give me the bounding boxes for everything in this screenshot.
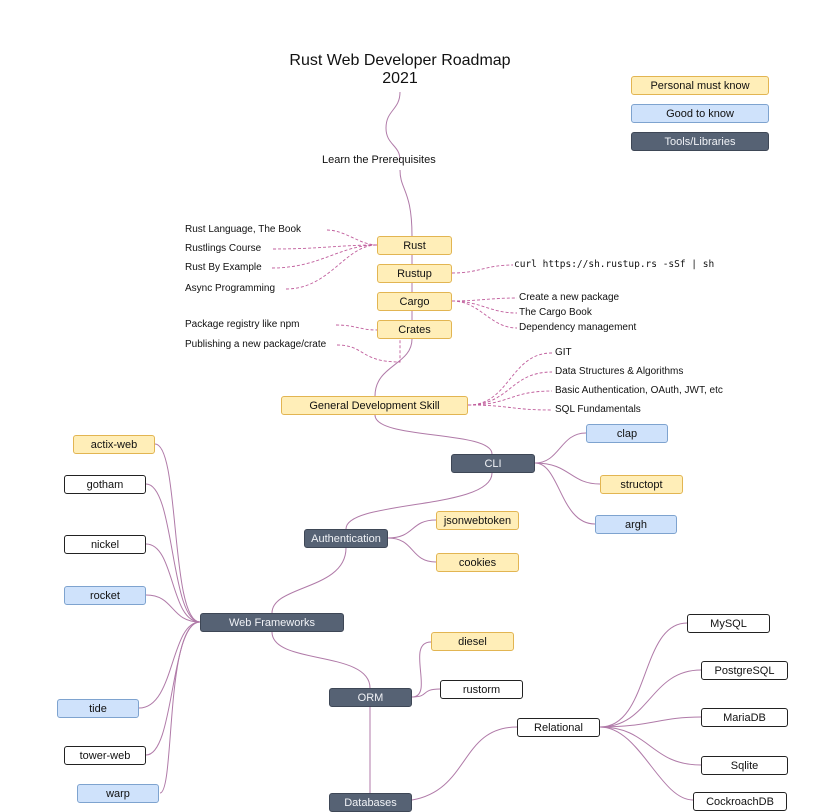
wire-auth-cookies [387, 537, 437, 563]
prereq-label: Learn the Prerequisites [322, 154, 436, 166]
wire-cli-argh [534, 462, 596, 525]
crates-link-registry[interactable]: Package registry like npm [185, 319, 300, 330]
node-diesel[interactable]: diesel [431, 632, 514, 651]
trunk-general-cli [374, 414, 493, 455]
crates-link-publish[interactable]: Publishing a new package/crate [185, 339, 327, 350]
wire-auth-jwt [387, 519, 437, 539]
cargo-link-book[interactable]: The Cargo Book [519, 307, 592, 318]
node-cargo[interactable]: Cargo [377, 292, 452, 311]
legend-good: Good to know [631, 104, 769, 123]
wire-rel-mysql [599, 622, 688, 728]
node-cli[interactable]: CLI [451, 454, 535, 473]
trunk-title-prereq [385, 91, 401, 161]
rust-link-rustlings[interactable]: Rustlings Course [185, 243, 262, 254]
general-link-dsa[interactable]: Data Structures & Algorithms [555, 366, 684, 377]
node-cockroachdb[interactable]: CockroachDB [693, 792, 787, 811]
node-mysql[interactable]: MySQL [687, 614, 770, 633]
trunk-cli-auth [345, 472, 493, 530]
rustup-command: curl https://sh.rustup.rs -sSf | sh [514, 259, 715, 270]
trunk-prereq-rust [399, 169, 413, 237]
trunk-web-orm [271, 631, 371, 689]
wire-rel-sqlite [599, 726, 702, 766]
node-nickel[interactable]: nickel [64, 535, 146, 554]
node-rocket[interactable]: rocket [64, 586, 146, 605]
wire-cli-clap [534, 432, 587, 464]
node-relational[interactable]: Relational [517, 718, 600, 737]
trunk-auth-web [271, 547, 347, 614]
wire-orm-rustorm [411, 688, 441, 698]
wire-db-relational [411, 726, 518, 801]
wire-web-nickel [145, 543, 201, 623]
node-cookies[interactable]: cookies [436, 553, 519, 572]
node-actix-web[interactable]: actix-web [73, 435, 155, 454]
wire-web-warp [159, 621, 201, 794]
node-sqlite[interactable]: Sqlite [701, 756, 788, 775]
node-web-frameworks[interactable]: Web Frameworks [200, 613, 344, 632]
node-jsonwebtoken[interactable]: jsonwebtoken [436, 511, 519, 530]
node-tide[interactable]: tide [57, 699, 139, 718]
wire-web-tower [145, 621, 201, 756]
node-gotham[interactable]: gotham [64, 475, 146, 494]
node-authentication[interactable]: Authentication [304, 529, 388, 548]
node-rust[interactable]: Rust [377, 236, 452, 255]
cargo-link-deps[interactable]: Dependency management [519, 322, 637, 333]
rust-link-by-example[interactable]: Rust By Example [185, 262, 262, 273]
node-rustorm[interactable]: rustorm [440, 680, 523, 699]
node-argh[interactable]: argh [595, 515, 677, 534]
cargo-link-create[interactable]: Create a new package [519, 292, 620, 303]
page-title: Rust Web Developer Roadmap 2021 [250, 52, 550, 88]
node-structopt[interactable]: structopt [600, 475, 683, 494]
node-databases[interactable]: Databases [329, 793, 412, 812]
title-line-1: Rust Web Developer Roadmap [289, 52, 511, 69]
general-link-sql[interactable]: SQL Fundamentals [555, 404, 641, 415]
node-rustup[interactable]: Rustup [377, 264, 452, 283]
node-crates[interactable]: Crates [377, 320, 452, 339]
general-link-git[interactable]: GIT [555, 347, 572, 358]
rust-link-async[interactable]: Async Programming [185, 283, 276, 294]
node-orm[interactable]: ORM [329, 688, 412, 707]
node-postgresql[interactable]: PostgreSQL [701, 661, 788, 680]
node-warp[interactable]: warp [77, 784, 159, 803]
rust-link-book[interactable]: Rust Language, The Book [185, 224, 302, 235]
title-line-2: 2021 [382, 70, 418, 87]
wire-rel-mariadb [599, 716, 702, 728]
wire-web-actix [154, 443, 201, 623]
trunk-crates-general [374, 338, 413, 397]
general-link-auth[interactable]: Basic Authentication, OAuth, JWT, etc [555, 385, 723, 396]
wire-cli-structopt [534, 462, 601, 485]
node-tower-web[interactable]: tower-web [64, 746, 146, 765]
wire-web-rocket [145, 594, 201, 623]
legend-tools: Tools/Libraries [631, 132, 769, 151]
wire-web-tide [138, 621, 201, 709]
node-clap[interactable]: clap [586, 424, 668, 443]
legend-personal: Personal must know [631, 76, 769, 95]
node-mariadb[interactable]: MariaDB [701, 708, 788, 727]
wire-rel-cockroach [599, 726, 694, 801]
wire-orm-diesel [411, 641, 432, 698]
wire-rel-postgres [599, 669, 702, 728]
node-general-dev-skill[interactable]: General Development Skill [281, 396, 468, 415]
wire-web-gotham [145, 483, 201, 623]
